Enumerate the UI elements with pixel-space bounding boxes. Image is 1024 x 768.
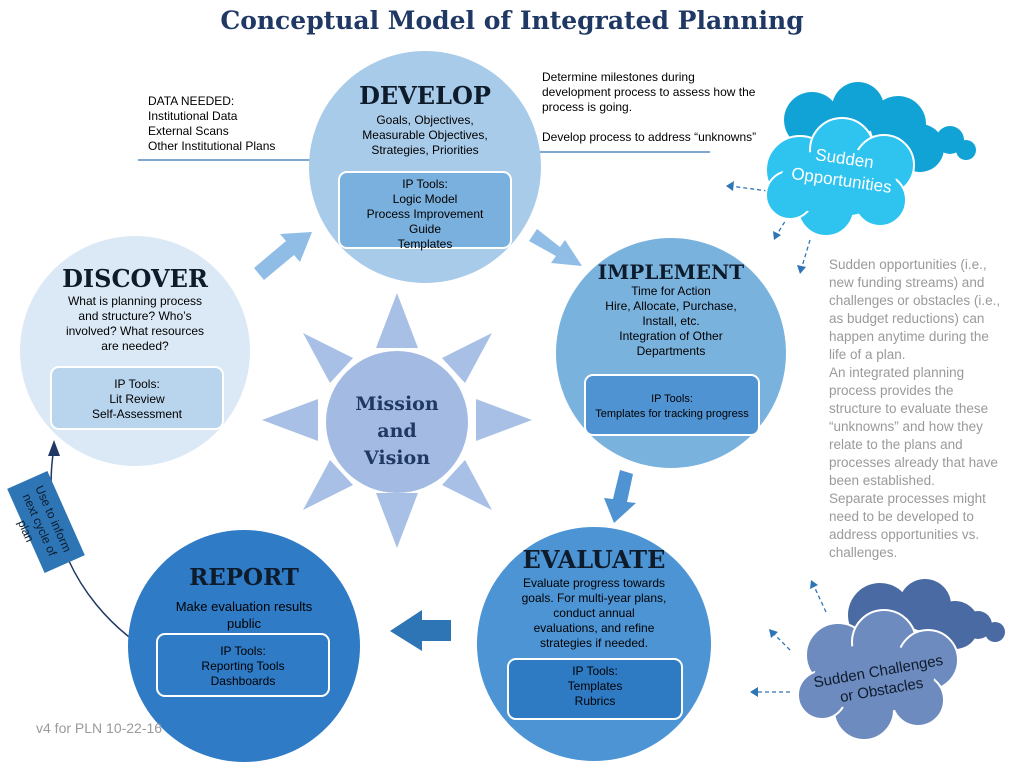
center-line-1: Mission: [355, 393, 439, 415]
milestones-note: Determine milestones during development …: [542, 70, 757, 144]
chal-dash-1: [812, 583, 827, 613]
implement-stage: IMPLEMENT Time for Action Hire, Allocate…: [556, 238, 786, 468]
implement-title: IMPLEMENT: [597, 260, 745, 284]
develop-title: DEVELOP: [359, 81, 491, 110]
opp-dash-1: [729, 185, 769, 192]
implement-tools-box: IP Tools: Templates for tracking progres…: [584, 374, 760, 436]
evaluate-title: EVALUATE: [522, 545, 666, 574]
report-title: REPORT: [189, 564, 299, 591]
sun-rays: [262, 293, 532, 548]
chal-dash-2: [771, 631, 791, 651]
mission-vision-center: Mission and Vision: [326, 351, 468, 493]
version-label: v4 for PLN 10-22-16: [36, 720, 163, 736]
arrow-implement-to-evaluate: [604, 470, 636, 523]
ray-right: [476, 399, 532, 441]
implement-description: Time for Action Hire, Allocate, Purchase…: [605, 284, 737, 358]
report-tools-box: IP Tools: Reporting Tools Dashboards: [156, 633, 330, 697]
page-title: Conceptual Model of Integrated Planning: [220, 6, 804, 35]
develop-stage: DEVELOP Goals, Objectives, Measurable Ob…: [309, 51, 541, 283]
arrow-develop-to-implement: [529, 229, 582, 266]
discover-description: What is planning process and structure? …: [65, 294, 205, 353]
ray-left: [262, 399, 318, 441]
cloud-opportunities-shape: [765, 82, 976, 237]
ray-bottom: [376, 493, 418, 548]
arrow-evaluate-to-report: [390, 610, 451, 651]
opp-dash-2: [775, 209, 793, 237]
evaluate-description: Evaluate progress towards goals. For mul…: [521, 576, 667, 650]
ray-bottom-left: [303, 460, 353, 510]
develop-tools-box: IP Tools: Logic Model Process Improvemen…: [338, 171, 512, 251]
arrow-discover-to-develop: [254, 232, 312, 280]
ray-top-left: [303, 333, 353, 383]
discover-stage: DISCOVER What is planning process and st…: [20, 236, 250, 466]
evaluate-tools-box: IP Tools: Templates Rubrics: [507, 658, 683, 720]
center-line-2: and: [377, 420, 417, 442]
ray-top-right: [442, 333, 492, 383]
center-line-3: Vision: [363, 447, 431, 469]
evaluate-stage: EVALUATE Evaluate progress towards goals…: [477, 527, 711, 761]
discover-title: DISCOVER: [62, 264, 208, 293]
ray-top: [376, 293, 418, 348]
cloud-challenges-shape: [797, 579, 1005, 741]
develop-description: Goals, Objectives, Measurable Objectives…: [362, 113, 488, 157]
opp-dash-3: [800, 239, 811, 271]
feedback-arrowhead: [48, 440, 60, 456]
side-explanation-note: Sudden opportunities (i.e., new funding …: [829, 257, 1001, 560]
report-stage: REPORT Make evaluation results public IP…: [128, 530, 360, 762]
data-needed-note: DATA NEEDED: Institutional Data External…: [148, 94, 276, 153]
discover-tools-box: IP Tools: Lit Review Self-Assessment: [50, 366, 224, 430]
ray-bottom-right: [442, 460, 492, 510]
report-description: Make evaluation results public: [175, 599, 313, 631]
